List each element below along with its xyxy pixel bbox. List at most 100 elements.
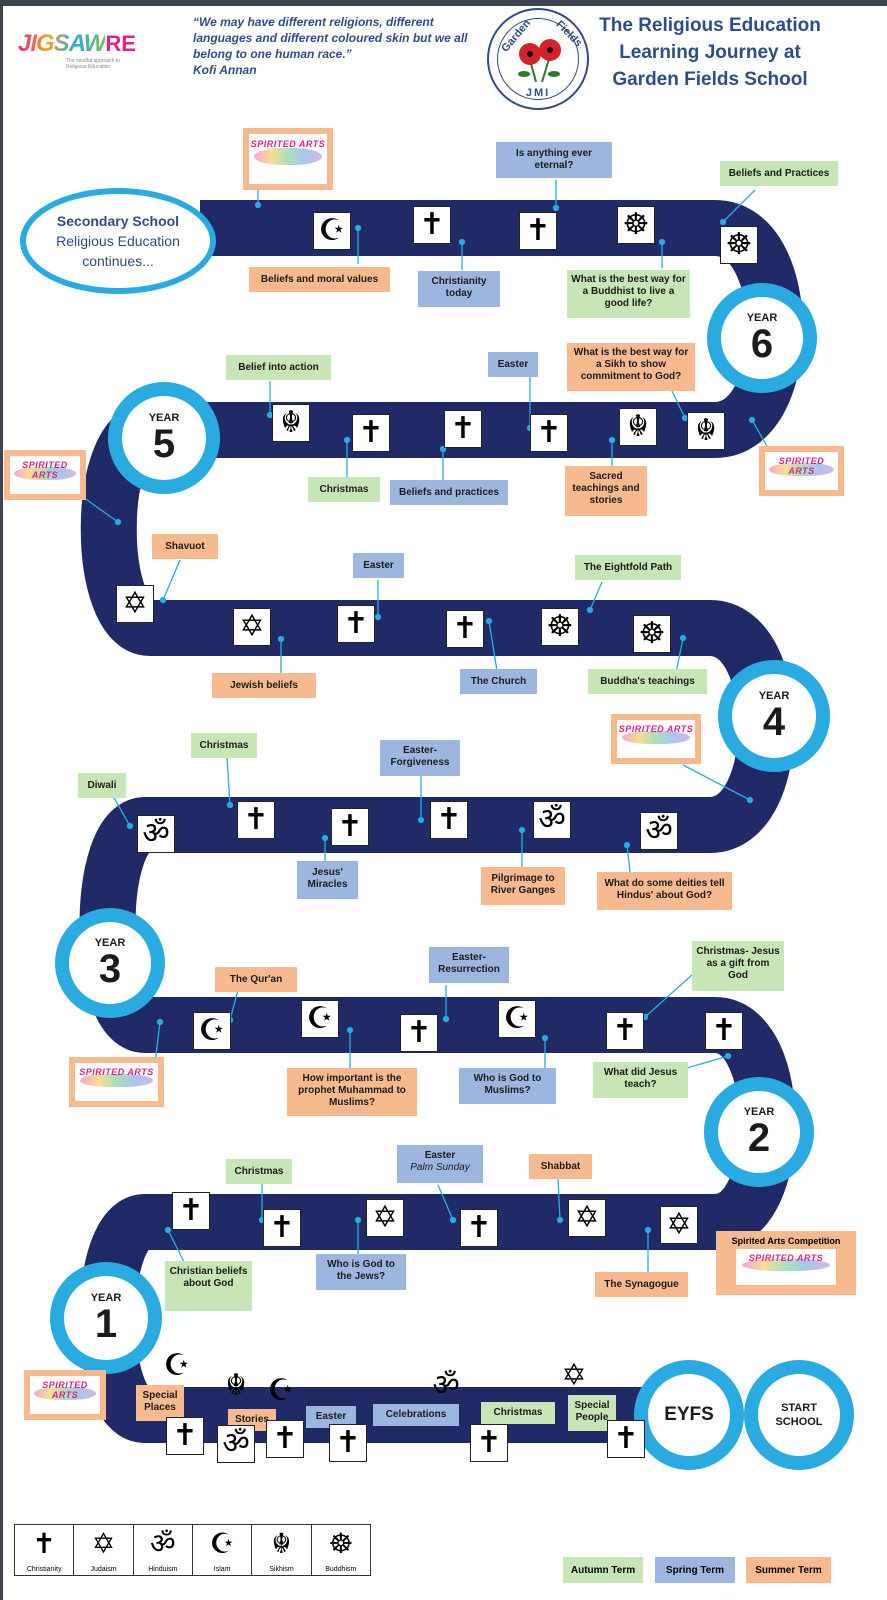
crescent-icon: ☪ — [209, 1527, 235, 1560]
cross-icon: ✝ — [444, 410, 482, 448]
year-number: 1 — [94, 1302, 118, 1346]
khanda-icon: ☬ — [619, 408, 657, 446]
cross-icon: ✝ — [331, 808, 369, 846]
legend-label: Sikhism — [269, 1566, 294, 1573]
cross-icon: ✝ — [606, 1012, 644, 1050]
spirited-arts-text: SPIRITED ARTS — [250, 139, 326, 149]
khanda-icon: ☬ — [271, 1527, 292, 1560]
badge-bottom-text: JMI — [525, 87, 551, 99]
topic-eightfold-path: The Eightfold Path — [575, 555, 681, 580]
topic-celebrations: Celebrations — [373, 1404, 459, 1426]
year-3-ring: YEAR 3 — [55, 908, 165, 1018]
quote-author: Kofi Annan — [193, 63, 257, 77]
palm-sunday-label: Palm Sunday — [410, 1162, 470, 1173]
cross-icon: ✝ — [430, 801, 468, 839]
spirited-arts-text: SPIRITED ARTS — [618, 723, 694, 734]
khanda-icon: ☬ — [687, 412, 725, 450]
window-frame-top — [0, 0, 887, 6]
topic-hindu-deities: What do some deities tell Hindus' about … — [597, 872, 732, 910]
crescent-icon: ☪ — [267, 1373, 295, 1408]
legend-label: Islam — [213, 1566, 231, 1573]
topic-beliefs-practices: Beliefs and practices — [390, 480, 508, 505]
easter-label: Easter — [424, 1150, 456, 1161]
cross-icon: ✝ — [400, 1014, 438, 1052]
legend-islam: ☪ Islam — [193, 1525, 253, 1575]
crescent-icon: ☪ — [498, 1000, 536, 1038]
om-icon: ॐ — [640, 812, 678, 850]
star-of-david-icon: ✡ — [568, 1199, 606, 1237]
start-school-ring: START SCHOOL — [744, 1360, 854, 1470]
topic-beliefs-and-practices: Beliefs and Practices — [720, 161, 838, 186]
topic-christmas-gift: Christmas- Jesus as a gift from God — [692, 941, 784, 991]
legend-label: Christianity — [26, 1566, 62, 1573]
summer-term-key: Summer Term — [746, 1557, 831, 1583]
legend-judaism: ✡Judaism — [74, 1525, 134, 1575]
quote-text: “We may have different religions, differ… — [193, 15, 468, 61]
cross-icon: ✝ — [413, 206, 451, 244]
om-icon: ॐ — [217, 1425, 255, 1463]
spirited-arts-text: SPIRITED ARTS — [778, 455, 825, 476]
cross-icon: ✝ — [337, 605, 375, 643]
legend-label: Hinduism — [148, 1566, 178, 1573]
year-number: 2 — [747, 1116, 771, 1160]
spirited-arts-badge: SPIRITED ARTS — [69, 1057, 164, 1107]
year-label: YEAR — [746, 312, 778, 324]
secondary-line3: continues... — [82, 253, 154, 269]
topic-belief-into-action: Belief into action — [226, 355, 331, 380]
year-number: 3 — [98, 947, 122, 991]
om-icon: ॐ — [150, 1527, 176, 1560]
year-label: YEAR — [90, 1292, 122, 1304]
spirited-competition-label: Spirited Arts Competition — [731, 1236, 841, 1246]
cross-icon: ✝ — [470, 1424, 508, 1462]
crescent-icon: ☪ — [301, 1000, 339, 1038]
year-label: YEAR — [758, 690, 790, 702]
year-number: 6 — [750, 322, 774, 366]
year-label: YEAR — [148, 412, 180, 424]
cross-icon: ✝ — [446, 610, 484, 648]
topic-sikh-commitment: What is the best way for a Sikh to show … — [567, 343, 695, 391]
cross-icon: ✝ — [352, 414, 390, 452]
topic-christmas: Christmas — [191, 733, 257, 758]
topic-christmas: Christmas — [226, 1159, 292, 1184]
star-of-david-icon: ✡ — [366, 1199, 404, 1237]
year-label: YEAR — [743, 1106, 775, 1118]
spring-term-key: Spring Term — [655, 1557, 735, 1583]
cross-icon: ✝ — [166, 1417, 204, 1455]
topic-diwali: Diwali — [78, 773, 126, 798]
year-number: 5 — [152, 422, 176, 466]
om-icon: ॐ — [432, 1368, 460, 1403]
window-frame-left — [0, 0, 3, 1600]
topic-the-quran: The Qur'an — [215, 967, 297, 992]
eyfs-label: EYFS — [664, 1404, 714, 1425]
quote: “We may have different religions, differ… — [193, 14, 488, 78]
cross-icon: ✝ — [530, 414, 568, 452]
spirited-arts-badge: SPIRITED ARTS — [4, 450, 86, 500]
topic-christmas: Christmas — [308, 477, 380, 502]
logo-text: JIGSAW — [18, 30, 106, 57]
cross-icon: ✝ — [263, 1209, 301, 1247]
spirited-arts-badge: SPIRITED ARTS — [24, 1370, 106, 1420]
spirited-arts-text: SPIRITED ARTS — [22, 459, 68, 480]
spirited-arts-competition: Spirited Arts Competition SPIRITED ARTS — [716, 1231, 856, 1295]
star-of-david-icon: ✡ — [660, 1206, 698, 1244]
start-line1: START — [781, 1402, 817, 1414]
year-number: 4 — [762, 700, 786, 744]
spirited-arts-badge: SPIRITED ARTS — [611, 714, 701, 764]
year-1-ring: YEAR 1 — [50, 1262, 162, 1374]
topic-special-places: Special Places — [136, 1385, 184, 1421]
star-of-david-icon: ✡ — [233, 608, 271, 646]
year-6-ring: YEAR 6 — [707, 283, 817, 393]
crescent-icon: ☪ — [313, 212, 351, 250]
topic-easter: Easter — [488, 352, 538, 377]
topic-shavuot: Shavuot — [152, 534, 218, 559]
topic-what-did-jesus-teach: What did Jesus teach? — [593, 1062, 688, 1098]
eyfs-ring: EYFS — [634, 1360, 744, 1470]
cross-icon: ✝ — [607, 1420, 645, 1458]
secondary-line1: Secondary School — [56, 213, 180, 229]
spirited-arts-text: SPIRITED ARTS — [42, 1379, 88, 1400]
topic-shabbat: Shabbat — [529, 1154, 592, 1179]
star-of-david-icon: ✡ — [91, 1527, 116, 1560]
badge-inner-ring — [497, 18, 579, 100]
star-of-david-icon: ✡ — [561, 1358, 587, 1393]
